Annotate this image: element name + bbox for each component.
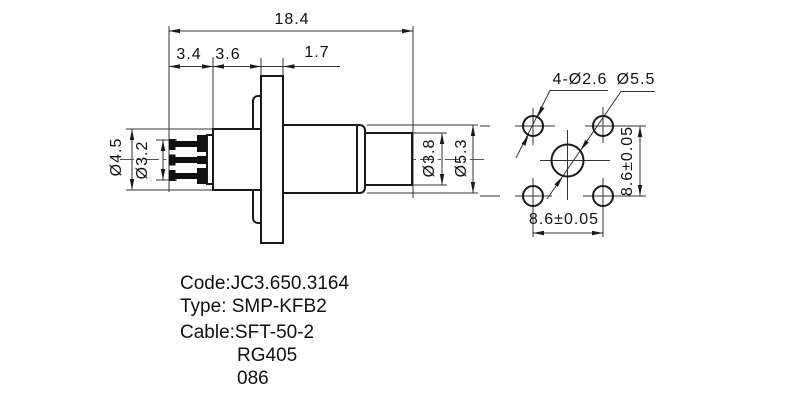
front-barrel	[212, 128, 262, 191]
dim-mounting-holes: 4-Ø2.6	[552, 71, 608, 88]
dim-body-od: Ø5.3	[453, 138, 470, 178]
dimension-arrowheads	[129, 28, 643, 236]
dim-body-length: 3.6	[215, 46, 241, 63]
dim-interface-od: Ø4.5	[108, 137, 125, 177]
dim-socket-od: Ø3.2	[134, 140, 151, 180]
spec-type-line: Type: SMP-KFB2	[180, 296, 327, 317]
mount-hole-bottom-right	[592, 185, 614, 207]
mount-hole-top-right	[592, 115, 614, 137]
mounting-flange	[260, 75, 284, 244]
dim-shaft-od: Ø3.8	[421, 138, 438, 178]
spec-cable-alt2-line: 086	[237, 368, 269, 389]
mount-hole-bottom-left	[522, 185, 544, 207]
flange-view-centerlines	[480, 107, 630, 215]
socket-contact-fingers	[169, 135, 207, 184]
spec-cable-alt1-line: RG405	[237, 345, 298, 366]
dim-interface-length: 3.4	[176, 46, 202, 63]
dim-overall-length: 18.4	[274, 11, 310, 28]
dim-flange-thickness: 1.7	[304, 44, 330, 61]
flange-view-dimension-lines	[515, 90, 655, 237]
dim-center-hole: Ø5.5	[616, 71, 656, 88]
dim-hole-pitch-horizontal: 8.6±0.05	[528, 211, 600, 228]
flange-view-holes	[522, 115, 614, 207]
main-barrel	[282, 124, 366, 194]
side-view-body-outline	[206, 75, 413, 244]
spec-code-line: Code:JC3.650.3164	[180, 273, 350, 294]
spec-cable-line: Cable:SFT-50-2	[180, 322, 315, 343]
mount-hole-top-left	[522, 115, 544, 137]
spec-text-block: Code:JC3.650.3164 Type: SMP-KFB2 Cable:S…	[180, 272, 349, 390]
dim-hole-pitch-vertical: 8.6±0.05	[619, 125, 636, 197]
center-hole	[550, 143, 585, 178]
cable-shaft	[364, 132, 413, 186]
